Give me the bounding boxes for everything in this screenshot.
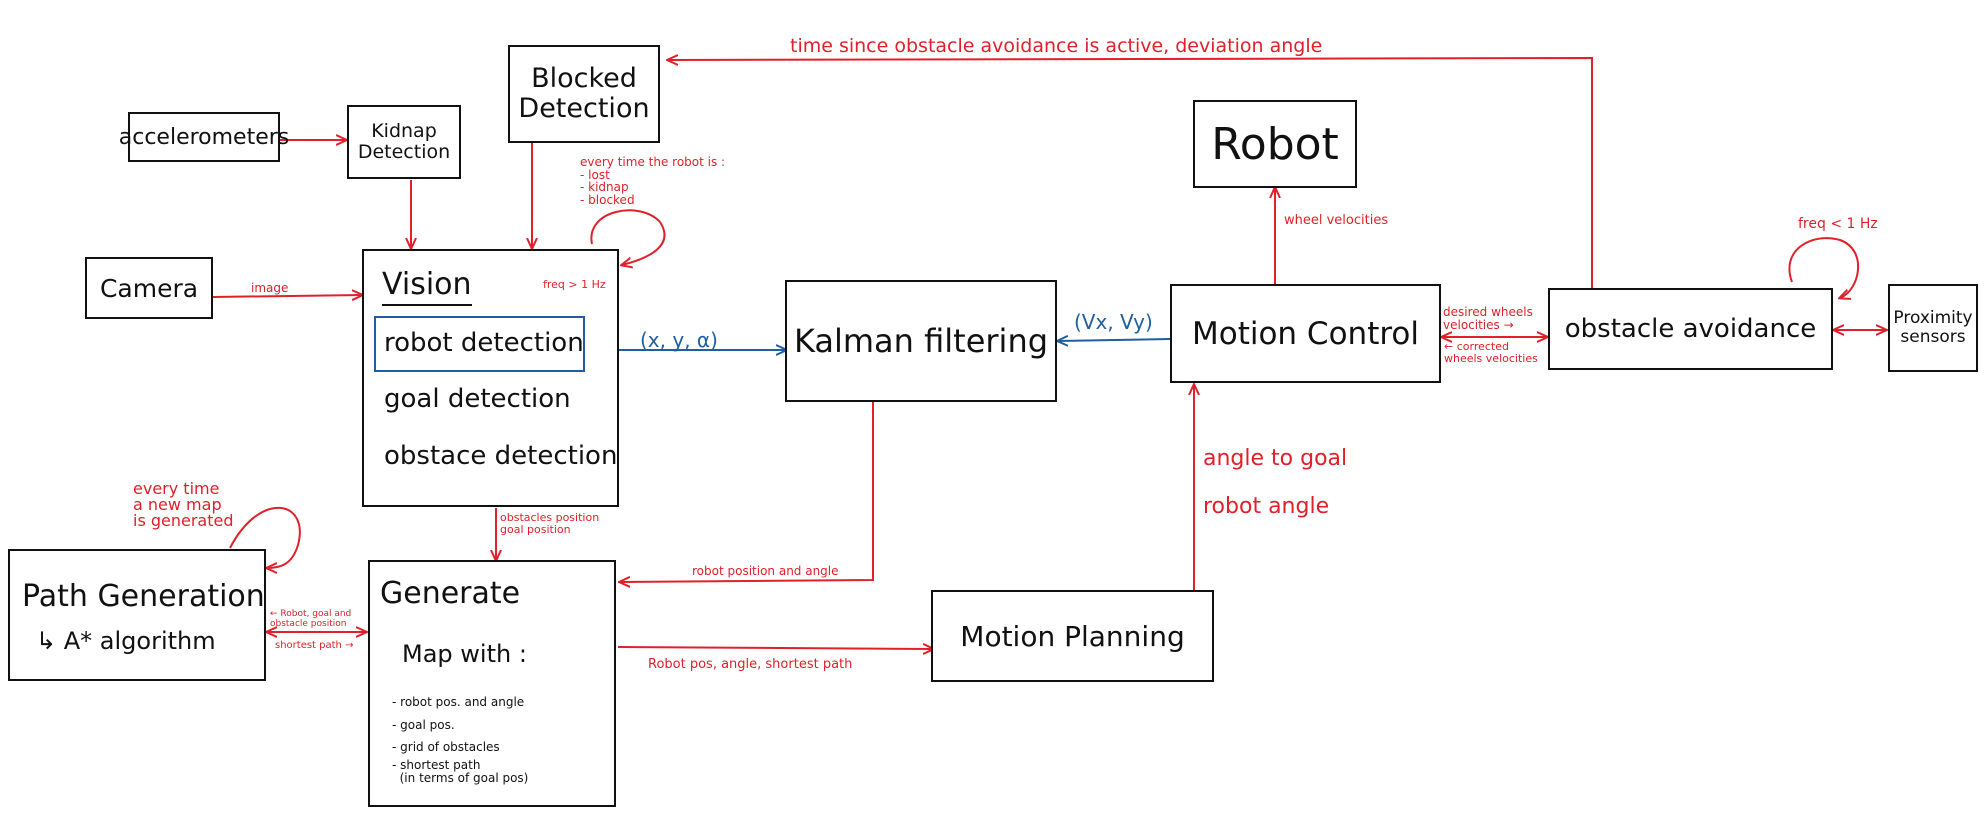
obstacle-avoidance-box: obstacle avoidance: [1548, 288, 1833, 370]
desired-wheels-label: desired wheels velocities →: [1443, 305, 1533, 333]
freq-vision-label: freq > 1 Hz: [543, 278, 606, 291]
proximity-sensors-label: Proximity sensors: [1893, 307, 1973, 347]
path-generation-subtitle: ↳ A* algorithm: [36, 627, 216, 655]
path-generation-box: Path Generation ↳ A* algorithm: [8, 549, 266, 681]
kalman-filtering-box: Kalman filtering: [785, 280, 1057, 402]
robot-label: Robot: [1211, 118, 1339, 170]
xy-alpha-label: (x, y, α): [640, 328, 718, 352]
arrow-kalman-to-generate: [620, 402, 874, 582]
shortest-path-label: shortest path →: [275, 640, 354, 651]
every-time-map-label: every time a new map is generated: [133, 479, 234, 530]
accelerometers-box: accelerometers: [119, 112, 289, 162]
corrected-wheels-label: ← corrected wheels velocities: [1444, 340, 1538, 366]
camera-box: Camera: [85, 257, 213, 319]
robot-goal-obstacle-label: ← Robot, goal and obstacle position: [270, 609, 352, 630]
robot-box: Robot: [1193, 100, 1357, 188]
accelerometers-label: accelerometers: [118, 124, 290, 150]
vision-box: Vision robot detection goal detection ob…: [362, 249, 619, 507]
path-generation-title: Path Generation: [22, 579, 265, 614]
generate-box: Generate Map with : - robot pos. and ang…: [368, 560, 616, 807]
loop-path-generation: [229, 506, 301, 568]
blocked-detection-box: Blocked Detection: [508, 45, 660, 143]
kalman-filtering-label: Kalman filtering: [793, 322, 1049, 360]
camera-label: Camera: [99, 273, 199, 303]
arrow-control-to-kalman: [1058, 339, 1171, 341]
obstacle-avoidance-label: obstacle avoidance: [1564, 314, 1817, 344]
map-item-grid: - grid of obstacles: [392, 740, 500, 754]
obstacle-detection-label: obstace detection: [384, 441, 618, 471]
arrow-generate-to-planning: [617, 647, 933, 649]
generate-title: Generate: [380, 576, 521, 611]
map-item-shortest-path: - shortest path (in terms of goal pos): [392, 758, 529, 786]
top-feedback-label: time since obstacle avoidance is active,…: [790, 35, 1323, 57]
angle-to-goal-label: angle to goal: [1203, 446, 1348, 471]
blocked-detection-label: Blocked Detection: [518, 62, 650, 124]
map-item-robot-pos: - robot pos. and angle: [392, 695, 525, 709]
motion-planning-box: Motion Planning: [931, 590, 1214, 682]
loop-obstacle-avoidance: [1788, 237, 1859, 298]
robot-position-angle-label: robot position and angle: [692, 564, 839, 578]
arrow-avoidance-to-blocked: [668, 58, 1593, 288]
every-time-robot-label: every time the robot is : - lost - kidna…: [580, 155, 726, 207]
kidnap-detection-label: Kidnap Detection: [357, 119, 451, 163]
proximity-sensors-box: Proximity sensors: [1888, 284, 1978, 372]
arrow-camera-to-vision: [212, 295, 362, 297]
loop-vision: [590, 209, 666, 265]
map-item-goal-pos: - goal pos.: [392, 718, 455, 732]
motion-control-label: Motion Control: [1191, 315, 1419, 352]
vx-vy-label: (Vx, Vy): [1074, 310, 1153, 334]
goal-detection-label: goal detection: [384, 384, 571, 414]
motion-planning-label: Motion Planning: [960, 619, 1185, 653]
robot-pos-shortest-path-label: Robot pos, angle, shortest path: [648, 657, 853, 672]
kidnap-detection-box: Kidnap Detection: [347, 105, 461, 179]
image-label: image: [251, 281, 289, 295]
vision-title: Vision: [382, 267, 472, 306]
obstacles-goal-position-label: obstacles position goal position: [500, 511, 600, 537]
robot-detection-box: robot detection: [374, 316, 585, 372]
wheel-velocities-label: wheel velocities: [1284, 213, 1389, 228]
motion-control-box: Motion Control: [1170, 284, 1441, 383]
robot-angle-label: robot angle: [1203, 494, 1330, 519]
freq-obstacle-label: freq < 1 Hz: [1798, 216, 1878, 232]
map-with-label: Map with :: [402, 640, 527, 668]
robot-detection-label: robot detection: [384, 328, 584, 358]
